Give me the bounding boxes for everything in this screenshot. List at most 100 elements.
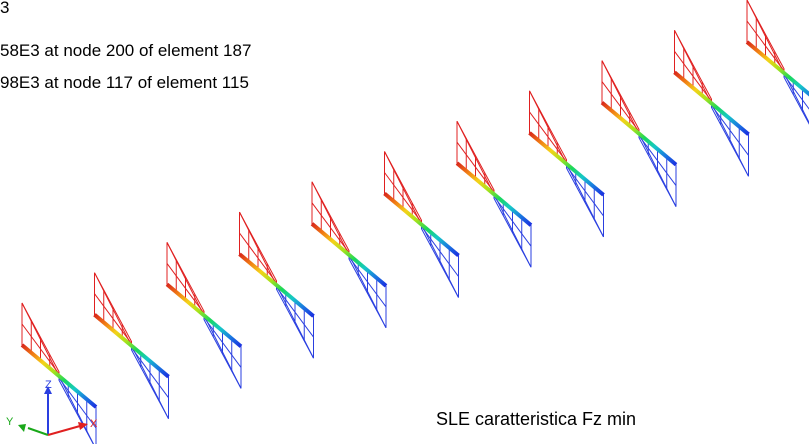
upper-stress-frame <box>529 90 567 165</box>
lower-frame-diagonal <box>203 315 242 389</box>
upper-stress-frame <box>94 272 132 347</box>
upper-frame-diagonal <box>94 293 132 344</box>
lower-frame-diagonal <box>493 196 532 247</box>
upper-frame-diagonal <box>601 60 640 134</box>
z-axis-label: Z <box>45 379 52 391</box>
stress-panel[interactable] <box>165 242 243 389</box>
min-result-line: 98E3 at node 117 of element 115 <box>0 73 249 92</box>
lower-frame-diagonal <box>58 377 97 429</box>
upper-frame-diagonal <box>166 242 205 316</box>
lower-stress-frame <box>348 253 387 329</box>
lower-frame-diagonal <box>58 375 95 444</box>
lower-frame-diagonal <box>131 345 169 419</box>
y-axis-arrow-icon <box>18 424 26 432</box>
upper-frame-diagonal <box>674 30 712 104</box>
lower-frame-diagonal <box>348 256 387 308</box>
lower-frame-diagonal <box>783 72 809 124</box>
upper-frame-diagonal <box>311 202 350 253</box>
upper-frame-diagonal <box>456 141 495 193</box>
upper-stress-frame <box>166 242 205 317</box>
y-axis-label: Y <box>6 416 14 428</box>
upper-stress-frame <box>456 120 495 196</box>
lower-frame-diagonal <box>203 317 242 368</box>
upper-stress-frame <box>311 181 350 256</box>
stress-panel[interactable] <box>310 181 388 329</box>
load-case-label: SLE caratteristica Fz min <box>436 409 637 429</box>
stress-panel[interactable] <box>745 0 809 146</box>
lower-frame-diagonal <box>348 254 387 329</box>
upper-frame-diagonal <box>746 0 785 74</box>
beam-stress-band <box>310 222 388 288</box>
result-header-line-1: 3 <box>0 0 10 17</box>
stress-panel[interactable] <box>528 90 605 238</box>
lower-stress-frame <box>493 193 532 268</box>
beam-stress-band <box>20 343 98 409</box>
upper-frame-diagonal <box>21 302 60 377</box>
lower-frame-diagonal <box>276 284 314 359</box>
lower-frame-diagonal <box>711 103 749 177</box>
beam-stress-band <box>455 161 533 227</box>
beam-stress-band <box>600 101 678 167</box>
stress-panels <box>20 0 809 444</box>
max-result-line: 58E3 at node 200 of element 187 <box>0 41 252 60</box>
lower-frame-diagonal <box>711 105 749 156</box>
lower-stress-frame <box>203 314 242 389</box>
beam-stress-band <box>383 191 460 258</box>
stress-panel[interactable] <box>238 211 315 359</box>
upper-frame-diagonal <box>529 111 567 163</box>
lower-frame-diagonal <box>566 163 604 238</box>
lower-frame-diagonal <box>276 286 314 338</box>
beam-stress-band <box>673 70 750 136</box>
upper-frame-diagonal <box>94 272 132 346</box>
lower-frame-diagonal <box>638 133 677 207</box>
lower-stress-frame <box>566 162 604 238</box>
upper-frame-diagonal <box>746 20 785 72</box>
lower-stress-frame <box>421 223 459 298</box>
stress-panel[interactable] <box>20 302 98 444</box>
stress-panel[interactable] <box>673 30 750 177</box>
upper-frame-diagonal <box>529 90 567 165</box>
lower-stress-frame <box>131 344 169 419</box>
upper-frame-diagonal <box>384 151 422 225</box>
beam-stress-band <box>528 131 605 197</box>
upper-stress-frame <box>21 302 60 378</box>
axis-triad: Z Y X <box>6 379 98 436</box>
beam-stress-band <box>238 252 315 318</box>
upper-frame-diagonal <box>239 211 277 286</box>
upper-frame-diagonal <box>311 181 350 256</box>
x-axis-label: X <box>90 418 98 430</box>
upper-frame-diagonal <box>384 172 422 223</box>
x-axis-arrow-icon <box>78 422 88 430</box>
lower-frame-diagonal <box>421 226 459 277</box>
upper-frame-diagonal <box>601 81 640 132</box>
upper-frame-diagonal <box>21 323 60 375</box>
lower-frame-diagonal <box>566 165 604 217</box>
lower-frame-diagonal <box>493 193 532 268</box>
upper-frame-diagonal <box>239 232 277 284</box>
lower-frame-diagonal <box>421 224 459 298</box>
stress-panel[interactable] <box>93 272 170 419</box>
lower-frame-diagonal <box>638 135 677 186</box>
upper-frame-diagonal <box>674 51 712 102</box>
stress-panel[interactable] <box>383 151 460 298</box>
beam-stress-band <box>165 282 243 348</box>
upper-frame-diagonal <box>166 263 205 314</box>
y-axis-icon <box>27 427 49 436</box>
upper-stress-frame <box>674 30 712 105</box>
upper-stress-frame <box>239 211 277 287</box>
lower-stress-frame <box>638 132 677 207</box>
stress-panel[interactable] <box>455 120 533 268</box>
upper-frame-diagonal <box>456 120 495 195</box>
lower-frame-diagonal <box>131 347 169 398</box>
upper-stress-frame <box>746 0 785 75</box>
stress-panel[interactable] <box>600 60 678 207</box>
z-axis-arrow-icon <box>44 386 52 394</box>
lower-stress-frame <box>276 284 314 359</box>
beam-stress-band <box>745 40 809 97</box>
upper-stress-frame <box>384 151 422 226</box>
beam-stress-band <box>93 313 170 379</box>
lower-stress-frame <box>711 102 749 177</box>
x-axis-icon <box>47 425 81 436</box>
lower-frame-diagonal <box>783 74 809 110</box>
